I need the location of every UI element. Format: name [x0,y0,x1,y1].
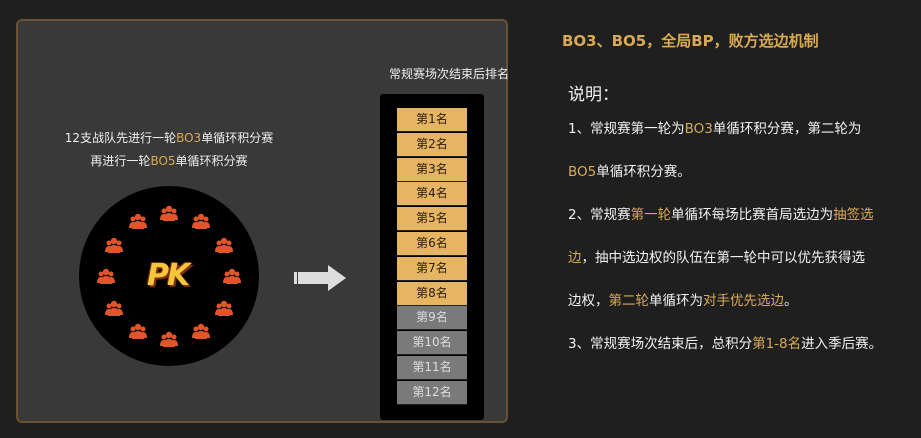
team-icon [105,237,124,253]
text-segment: 单循环积分赛。 [596,164,691,180]
rank-cell: 第6名 [397,232,467,256]
highlight-text: BO3 [176,131,202,145]
team-icon [105,300,124,316]
highlight-text: 对手优先选边 [703,293,784,309]
team-icon [97,268,115,284]
ranking-list: 第1名第2名第3名第4名第5名第6名第7名第8名第9名第10名第11名第12名 [380,94,484,420]
rule-line: 边，抽中选边权的队伍在第一轮中可以优先获得选 [568,237,912,280]
rule-line: 1、常规赛第一轮为BO3单循环积分赛，第二轮为 [568,108,912,151]
highlight-text: 边 [568,250,582,266]
explain-label: 说明： [568,85,619,105]
rank-cell: 第7名 [397,256,467,281]
rank-cell: 第12名 [397,380,467,405]
format-intro: 12支战队先进行一轮BO3单循环积分赛 再进行一轮BO5单循环积分赛 [54,127,284,173]
rule-line: BO5单循环积分赛。 [568,151,912,194]
rules-section: BO3、BO5，全局BP，败方选边机制 说明： 1、常规赛第一轮为BO3单循环积… [562,30,912,366]
rank-cell: 第5名 [397,207,467,232]
text-segment: 。 [784,293,798,309]
team-icon [160,331,178,347]
team-icon [191,323,210,339]
rank-cell: 第4名 [397,182,467,207]
rank-cell: 第3名 [397,157,467,182]
text-segment: 进入季后赛。 [801,336,883,352]
rank-cell: 第2名 [397,132,467,157]
arrow-right-icon [294,265,346,291]
highlight-text: 第1-8名 [752,336,802,352]
team-icon [191,213,210,230]
team-icon [214,237,233,253]
text-segment: 单循环积分赛，第二轮为 [712,121,862,137]
text-segment: 单循环为 [649,293,703,309]
highlight-text: BO5 [568,164,597,180]
text-segment: 边权， [568,293,609,309]
highlight-text: 抽签选 [833,207,874,223]
rank-cell: 第1名 [397,108,467,132]
team-icon [214,300,233,316]
text-segment: 3、常规赛场次结束后，总积分 [568,336,753,352]
pk-logo: PK [147,258,190,293]
text-segment: 12支战队先进行一轮 [64,131,177,145]
rule-line: 边权，第二轮单循环为对手优先选边。 [568,280,912,323]
text-segment: 单循环积分赛 [201,131,274,145]
text-segment: 2、常规赛 [568,207,631,223]
rank-cell: 第9名 [397,306,467,331]
highlight-text: 第二轮 [608,293,650,309]
text-segment: 1、常规赛第一轮为 [568,121,685,137]
rank-cell: 第10名 [397,331,467,356]
highlight-text: BO5 [150,154,176,168]
rule-line: 2、常规赛第一轮单循环每场比赛首局选边为抽签选 [568,194,912,237]
team-icon [160,205,178,221]
highlight-text: 第一轮 [630,207,672,223]
rank-cell: 第11名 [397,356,467,380]
rules-title: BO3、BO5，全局BP，败方选边机制 [562,32,819,50]
team-icon [128,213,147,230]
text-segment: ，抽中选边权的队伍在第一轮中可以优先获得选 [581,250,866,266]
intro-line-1: 12支战队先进行一轮BO3单循环积分赛 [54,127,284,150]
team-icon [128,323,147,339]
text-segment: 单循环积分赛 [175,154,248,168]
text-segment: 再进行一轮 [90,154,151,168]
highlight-text: BO3 [684,121,713,137]
text-segment: 单循环每场比赛首局选边为 [671,207,834,223]
ranking-title: 常规赛场次结束后排名 [388,67,509,81]
rule-line: 3、常规赛场次结束后，总积分第1-8名进入季后赛。 [568,323,912,366]
intro-line-2: 再进行一轮BO5单循环积分赛 [54,150,284,173]
rank-cell: 第8名 [397,281,467,306]
format-diagram-panel: 12支战队先进行一轮BO3单循环积分赛 再进行一轮BO5单循环积分赛 PK 常规… [16,19,509,423]
teams-circle: PK [79,186,259,366]
team-icon [223,268,241,284]
